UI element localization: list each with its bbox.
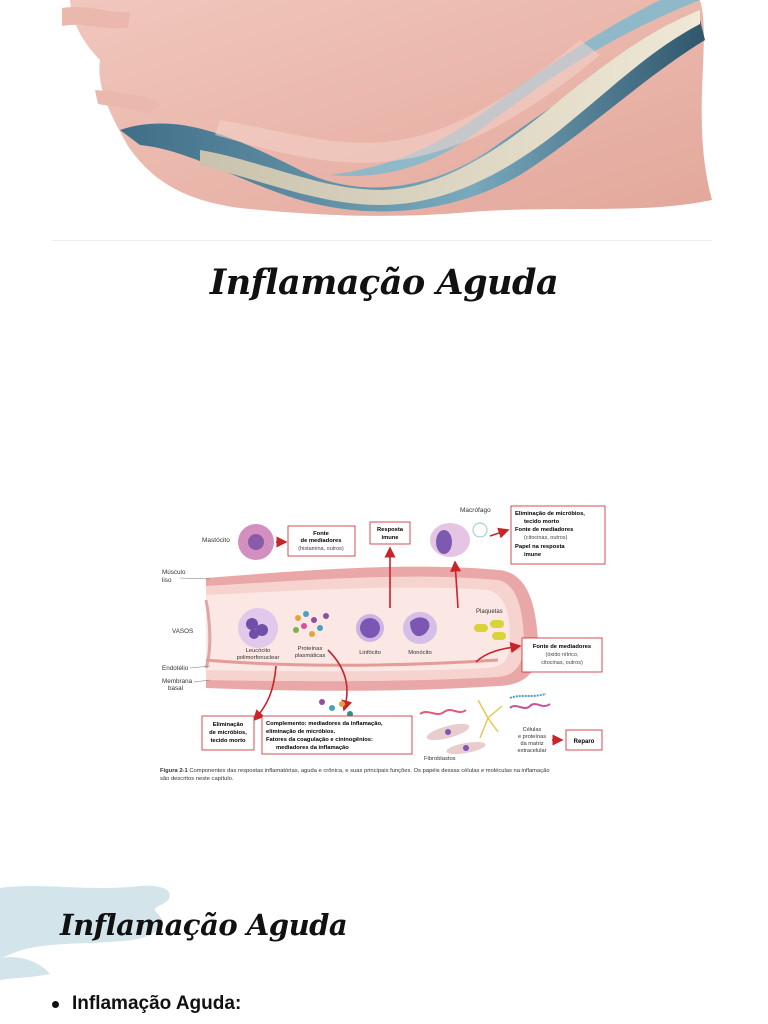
label-fibroblastos: Fibroblastos (424, 756, 456, 762)
label-monocito: Monócito (408, 650, 432, 656)
platelets (474, 620, 506, 640)
label-plasmaticas: plasmáticas (295, 653, 326, 659)
label-membrana: Membrana (162, 678, 193, 685)
box-text: mediadores da inflamação (276, 745, 349, 751)
label-macrofago: Macrófago (460, 507, 491, 514)
box-eliminacao-top (510, 505, 606, 565)
plasma-proteins (293, 611, 329, 637)
box-text: Fonte de mediadores (515, 527, 573, 533)
box-text: de micróbios, (209, 730, 247, 736)
label-mastocito: Mastócito (202, 537, 230, 544)
decorative-splash (0, 885, 170, 980)
list-item: Inflamação Aguda: (52, 993, 241, 1015)
box-text: citocinas, outros) (541, 660, 583, 666)
page-title: Inflamação Aguda (209, 262, 559, 303)
label-musculo: Músculo (162, 569, 186, 576)
decorative-banner (62, 0, 712, 216)
box-eliminacao-bottom (201, 715, 255, 751)
box-text: Fonte de mediadores (533, 644, 591, 650)
label-celulas: Células (523, 727, 542, 733)
inflammation-figure: Mastócito Fonte de mediadores (histamina… (160, 505, 606, 782)
figure-caption-line2: são descritos neste capítulo. (160, 776, 234, 782)
bullet-list: Inflamação Aguda: (52, 993, 241, 1015)
box-resposta-imune (369, 521, 411, 545)
box-complemento (261, 715, 413, 755)
box-text: Resposta (377, 527, 404, 533)
caption-text: Componentes das respostas inflamatórias,… (189, 768, 549, 774)
label-basal: basal (168, 685, 183, 692)
box-text: de mediadores (301, 538, 342, 544)
label-plaquetas: Plaquetas (476, 609, 503, 615)
label-leucocito: Leucócito (246, 648, 271, 654)
box-text: eliminação de micróbios. (266, 729, 336, 735)
section-title: Inflamação Aguda (60, 908, 348, 942)
label-celulas: da matriz (520, 741, 543, 747)
box-fonte-mediadores-right (521, 637, 603, 673)
box-text: Eliminação (213, 722, 244, 728)
label-endotelio: Endotélio (162, 665, 189, 672)
box-text: Eliminação de micróbios, (515, 511, 585, 517)
label-vasos: VASOS (172, 628, 193, 635)
box-text: tecido morto (524, 519, 560, 525)
figure-caption: Figura 2-1 Componentes das respostas inf… (160, 768, 550, 774)
box-text: Fatores da coagulação e cininogênios: (266, 737, 373, 743)
box-text: Papel na resposta (515, 544, 565, 550)
label-liso: liso (162, 577, 172, 584)
box-text: imune (381, 535, 399, 541)
box-reparo (565, 729, 603, 751)
label-linfocito: Linfócito (359, 650, 381, 656)
box-text: (histamina, outros) (298, 546, 344, 552)
box-text: Reparo (574, 739, 595, 745)
box-text: Fonte (313, 531, 330, 537)
box-text: imune (524, 552, 542, 558)
label-polimorfonuclear: polimorfonuclear (237, 655, 280, 661)
label-proteinas: Proteínas (298, 646, 323, 652)
box-text: (citocinas, outros) (524, 535, 568, 541)
label-celulas: extracelular (518, 748, 547, 754)
box-text: Complemento: mediadores da inflamação, (266, 721, 383, 727)
box-text: tecido morto (210, 738, 246, 744)
bullet-text: Inflamação Aguda: (72, 993, 242, 1014)
extracellular-matrix (419, 693, 551, 755)
label-celulas: e proteínas (518, 734, 546, 740)
box-fonte-mediadores-top (287, 525, 356, 557)
box-text: (óxido nítrico, (545, 652, 578, 658)
complement-proteins (319, 699, 353, 717)
caption-label: Figura 2-1 (160, 768, 188, 774)
divider (52, 240, 712, 241)
bullet-dot (52, 1000, 59, 1008)
